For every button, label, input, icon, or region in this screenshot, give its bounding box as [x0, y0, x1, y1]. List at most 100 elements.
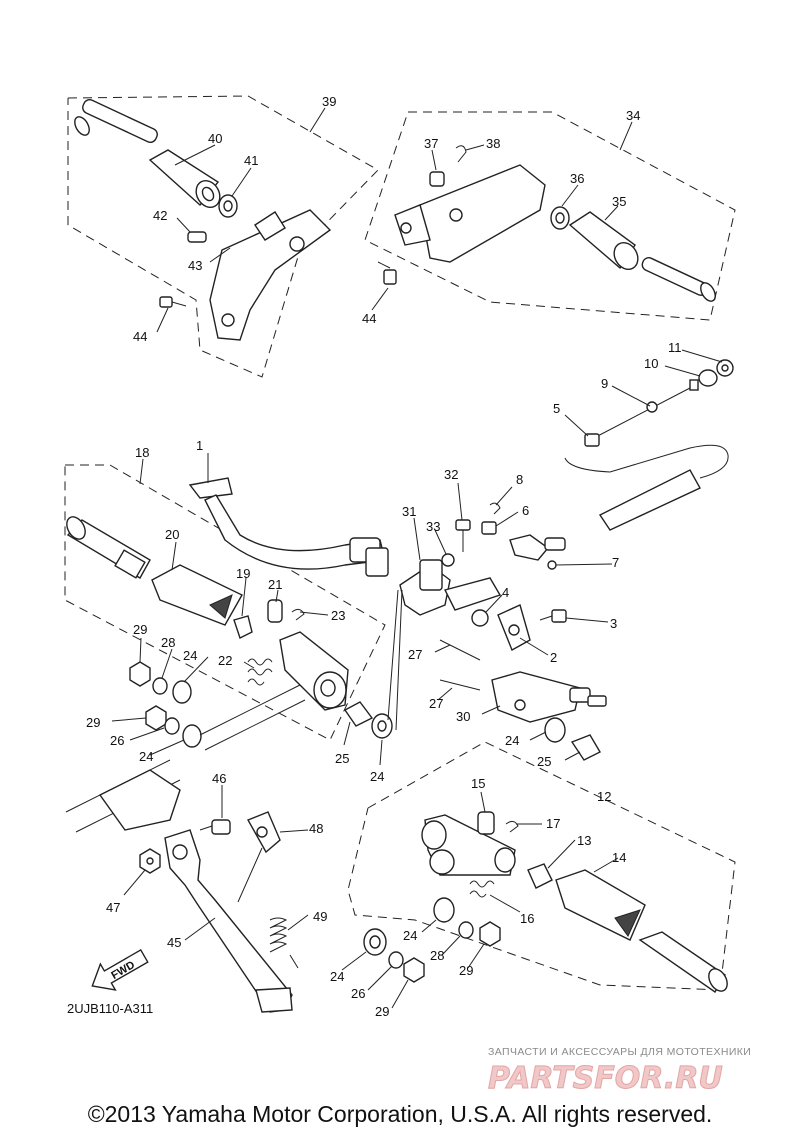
- group-34-outline: [364, 111, 736, 321]
- part-clip-13: [527, 863, 553, 889]
- leader-lines: [111, 107, 723, 1009]
- part-bushing-24-right: [544, 717, 566, 743]
- part-footrest-rubber-35: [568, 211, 639, 271]
- callout-29: 29: [133, 622, 147, 637]
- callout-44: 44: [362, 311, 376, 326]
- part-washer-41: [218, 194, 238, 218]
- callout-9: 9: [601, 376, 608, 391]
- watermark-logo: PARTSFOR.RU: [488, 1061, 723, 1096]
- callout-39: 39: [322, 94, 336, 109]
- part-joint-2: [497, 604, 531, 651]
- part-spring-49: [237, 847, 299, 969]
- group-12-outline: [347, 741, 736, 991]
- callout-11: 11: [668, 340, 682, 355]
- part-footrest-rubber-20: [151, 564, 243, 626]
- callout-27: 27: [408, 647, 422, 662]
- part-bushing-24-d: [363, 928, 387, 956]
- part-bushing-25-right: [570, 734, 601, 761]
- callout-12: 12: [597, 789, 611, 804]
- callout-24: 24: [505, 733, 519, 748]
- part-bracket-right-lower: [421, 814, 516, 876]
- callout-32: 32: [444, 467, 458, 482]
- callout-4: 4: [502, 585, 509, 600]
- callout-25: 25: [335, 751, 349, 766]
- part-pin-21: [267, 599, 283, 623]
- callout-1: 1: [196, 438, 203, 453]
- part-shift-lever-1: [188, 477, 389, 577]
- part-washer-26-a: [164, 717, 180, 735]
- part-footrest-rubber-14: [555, 869, 646, 941]
- part-bolt-46: [199, 819, 231, 835]
- callout-42: 42: [153, 208, 167, 223]
- callout-41: 41: [244, 153, 258, 168]
- callout-2: 2: [550, 650, 557, 665]
- callout-18: 18: [135, 445, 149, 460]
- part-clip-8: [489, 502, 501, 515]
- callout-21: 21: [268, 577, 282, 592]
- callout-10: 10: [644, 356, 658, 371]
- callout-3: 3: [610, 616, 617, 631]
- part-bracket-right: [394, 164, 546, 263]
- part-footrest-pin-right: [641, 257, 716, 302]
- callout-15: 15: [471, 776, 485, 791]
- callout-7: 7: [612, 555, 619, 570]
- callout-19: 19: [236, 566, 250, 581]
- part-washer-36: [550, 206, 570, 230]
- part-bracket-left: [209, 209, 332, 341]
- group-39-outline: [67, 95, 379, 378]
- part-cotter-38: [455, 145, 467, 163]
- callout-29: 29: [459, 963, 473, 978]
- part-cotter-17: [505, 820, 519, 833]
- callout-24: 24: [139, 749, 153, 764]
- part-pin-27-a: [439, 639, 481, 661]
- part-washer-28-a: [152, 677, 168, 695]
- part-bolt-32: [455, 519, 471, 552]
- callout-29: 29: [86, 715, 100, 730]
- fwd-arrow-icon: FWD: [91, 948, 149, 991]
- part-bushing-24-c: [433, 897, 455, 923]
- part-bolt-3: [539, 609, 567, 623]
- callout-43: 43: [188, 258, 202, 273]
- part-footrest-rubber-40: [148, 149, 221, 209]
- callout-13: 13: [577, 833, 591, 848]
- callout-25: 25: [537, 754, 551, 769]
- part-footrest-pad-left: [66, 516, 151, 579]
- part-cotter-23: [291, 608, 305, 621]
- callout-33: 33: [426, 519, 440, 534]
- part-pin-37: [429, 171, 445, 187]
- part-bolt-44-left: [159, 296, 187, 308]
- callout-48: 48: [309, 821, 323, 836]
- part-nut-9: [646, 401, 658, 413]
- part-footrest-pin-left: [74, 99, 158, 143]
- callout-47: 47: [106, 900, 120, 915]
- part-rod-end-7: [509, 469, 701, 570]
- callout-45: 45: [167, 935, 181, 950]
- part-nut-29-d: [403, 957, 425, 983]
- part-plate-48: [246, 811, 281, 854]
- part-bolt-6: [481, 521, 497, 535]
- part-spring-16: [469, 880, 495, 898]
- part-frame-tube: [65, 684, 306, 833]
- part-nut-47: [139, 848, 161, 874]
- part-cap-11: [716, 359, 734, 377]
- callout-24: 24: [370, 769, 384, 784]
- callout-22: 22: [218, 653, 232, 668]
- part-nut-29-b: [145, 705, 167, 731]
- callout-14: 14: [612, 850, 626, 865]
- part-bracket-30: [491, 671, 607, 723]
- callout-26: 26: [351, 986, 365, 1001]
- part-pin-42: [187, 231, 207, 243]
- part-spring-22: [247, 658, 273, 686]
- callout-24: 24: [403, 928, 417, 943]
- part-spring-4: [471, 609, 489, 627]
- part-rod-5: [564, 379, 729, 479]
- callout-35: 35: [612, 194, 626, 209]
- group-18-outline: [64, 464, 386, 741]
- callout-17: 17: [546, 816, 560, 831]
- callout-38: 38: [486, 136, 500, 151]
- callout-49: 49: [313, 909, 327, 924]
- callout-34: 34: [626, 108, 640, 123]
- part-clip-19: [233, 615, 253, 639]
- callout-26: 26: [110, 733, 124, 748]
